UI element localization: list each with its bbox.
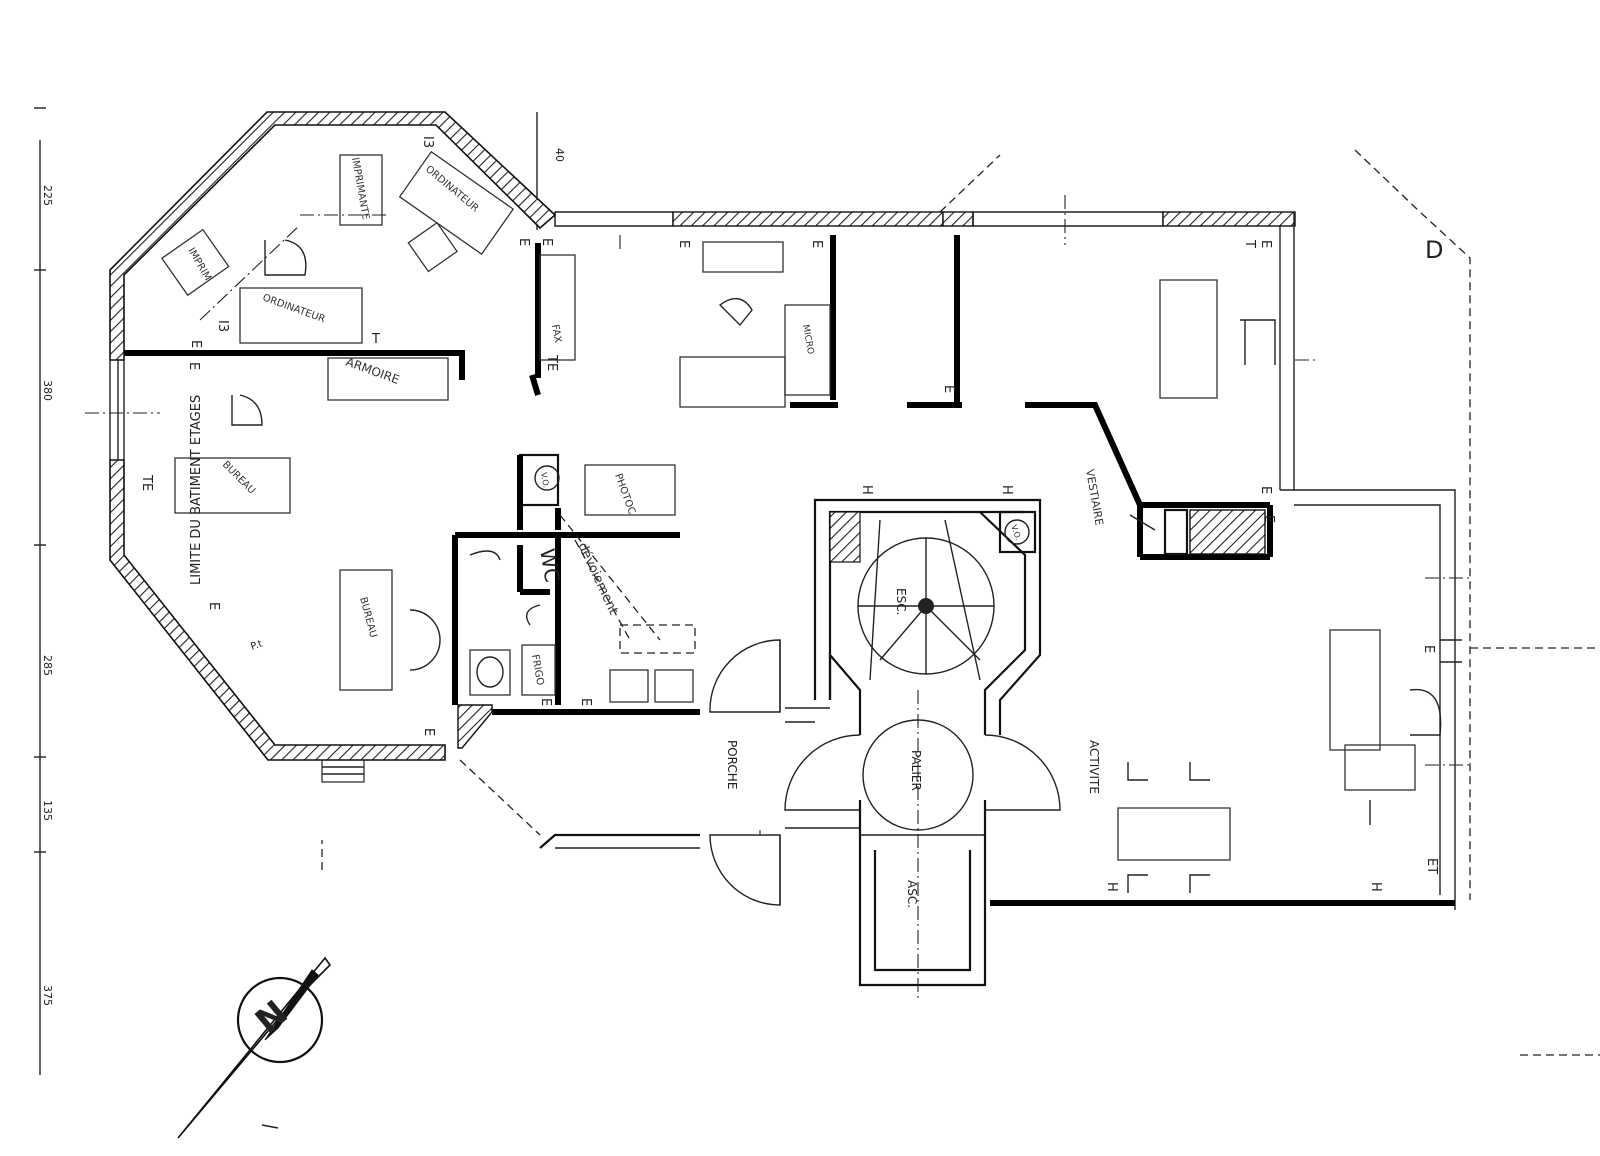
mark-e: E	[421, 728, 436, 736]
electrical-marks: E E E E E E T E E E ET H H H H E E T I3 …	[139, 136, 1439, 892]
mark-e: E	[188, 340, 203, 348]
exterior-outline	[199, 149, 1600, 1056]
mark-t: T	[371, 332, 380, 347]
mark-e: E	[1261, 515, 1276, 523]
mark-e: E	[1258, 486, 1273, 494]
label-fax: FAX	[549, 324, 563, 344]
label-bureau-2: BUREAU	[357, 596, 378, 639]
axis-ticks	[85, 195, 1470, 835]
partitions	[124, 235, 1273, 560]
label-ordinateur-top: ORDINATEUR	[423, 164, 480, 215]
dimension-375: 375	[41, 985, 54, 1006]
stair-core	[784, 498, 1061, 1000]
mark-e: E	[538, 698, 553, 706]
porch-doors	[539, 639, 781, 906]
label-vo-2: V.O.	[1009, 524, 1023, 542]
furniture	[160, 150, 1442, 893]
label-activite: ACTIVITE	[1087, 740, 1101, 794]
label-asc: ASC.	[905, 880, 919, 908]
label-palier: PALIER	[909, 750, 923, 791]
label-frigo: FRIGO	[529, 654, 545, 687]
east-wall	[990, 489, 1462, 910]
octagon-wall	[109, 111, 557, 761]
dimension-line: 225 380 285 135 375 40	[34, 107, 566, 1075]
mark-te: TE	[544, 354, 559, 371]
dimension-40: 40	[553, 148, 566, 162]
exterior-steps	[321, 759, 365, 783]
label-vo-1: V.O.	[539, 472, 551, 489]
mark-e: E	[186, 362, 201, 370]
mark-e: E	[809, 240, 824, 248]
label-bureau-1: BUREAU	[220, 459, 257, 496]
label-photoc: PHOTOC	[612, 472, 637, 516]
north-wall	[554, 211, 1296, 490]
mark-h: H	[859, 485, 874, 495]
compass-north-label: N	[248, 993, 296, 1042]
mark-e: E	[941, 385, 956, 393]
mark-te: TE	[139, 474, 154, 491]
north-arrow: N	[177, 956, 332, 1139]
dimension-380: 380	[41, 380, 54, 401]
label-vestiaire: VESTIAIRE	[1083, 468, 1106, 526]
dimension-225: 225	[41, 185, 54, 206]
label-limite: LIMITE DU BATIMENT ETAGES	[189, 395, 204, 585]
mark-e: E	[539, 238, 554, 246]
mark-i3: I3	[420, 136, 435, 148]
label-ordinateur-mid: ORDINATEUR	[261, 292, 327, 325]
mark-h: H	[999, 485, 1014, 495]
vestiaire-block	[1189, 509, 1266, 555]
mark-e: E	[1421, 645, 1436, 653]
label-esc: ESC.	[894, 588, 908, 615]
dimension-285: 285	[41, 655, 54, 676]
label-imprim: IMPRIM	[185, 246, 213, 283]
label-armoire: ARMOIRE	[344, 355, 401, 387]
label-devoiement: dévoiement	[574, 540, 620, 617]
label-d: D	[1425, 236, 1443, 264]
dimension-135: 135	[41, 800, 54, 821]
mark-e: E	[1258, 240, 1273, 248]
mark-t: T	[1242, 239, 1257, 248]
mark-e: E	[578, 698, 593, 706]
mark-pt: P.t	[249, 638, 264, 652]
label-wc: WC	[535, 547, 564, 584]
mark-h: H	[1104, 882, 1119, 892]
mark-h: H	[1368, 882, 1383, 892]
mark-et: ET	[1424, 858, 1439, 874]
label-porche: PORCHE	[725, 740, 739, 789]
label-imprimante: IMPRIMANTE	[349, 157, 371, 221]
mark-e: E	[206, 602, 221, 610]
mark-e: E	[676, 240, 691, 248]
mark-e: E	[516, 238, 531, 246]
service-core	[452, 453, 700, 749]
mark-i3: I3	[215, 320, 230, 332]
label-micro: MICRO	[800, 324, 815, 355]
